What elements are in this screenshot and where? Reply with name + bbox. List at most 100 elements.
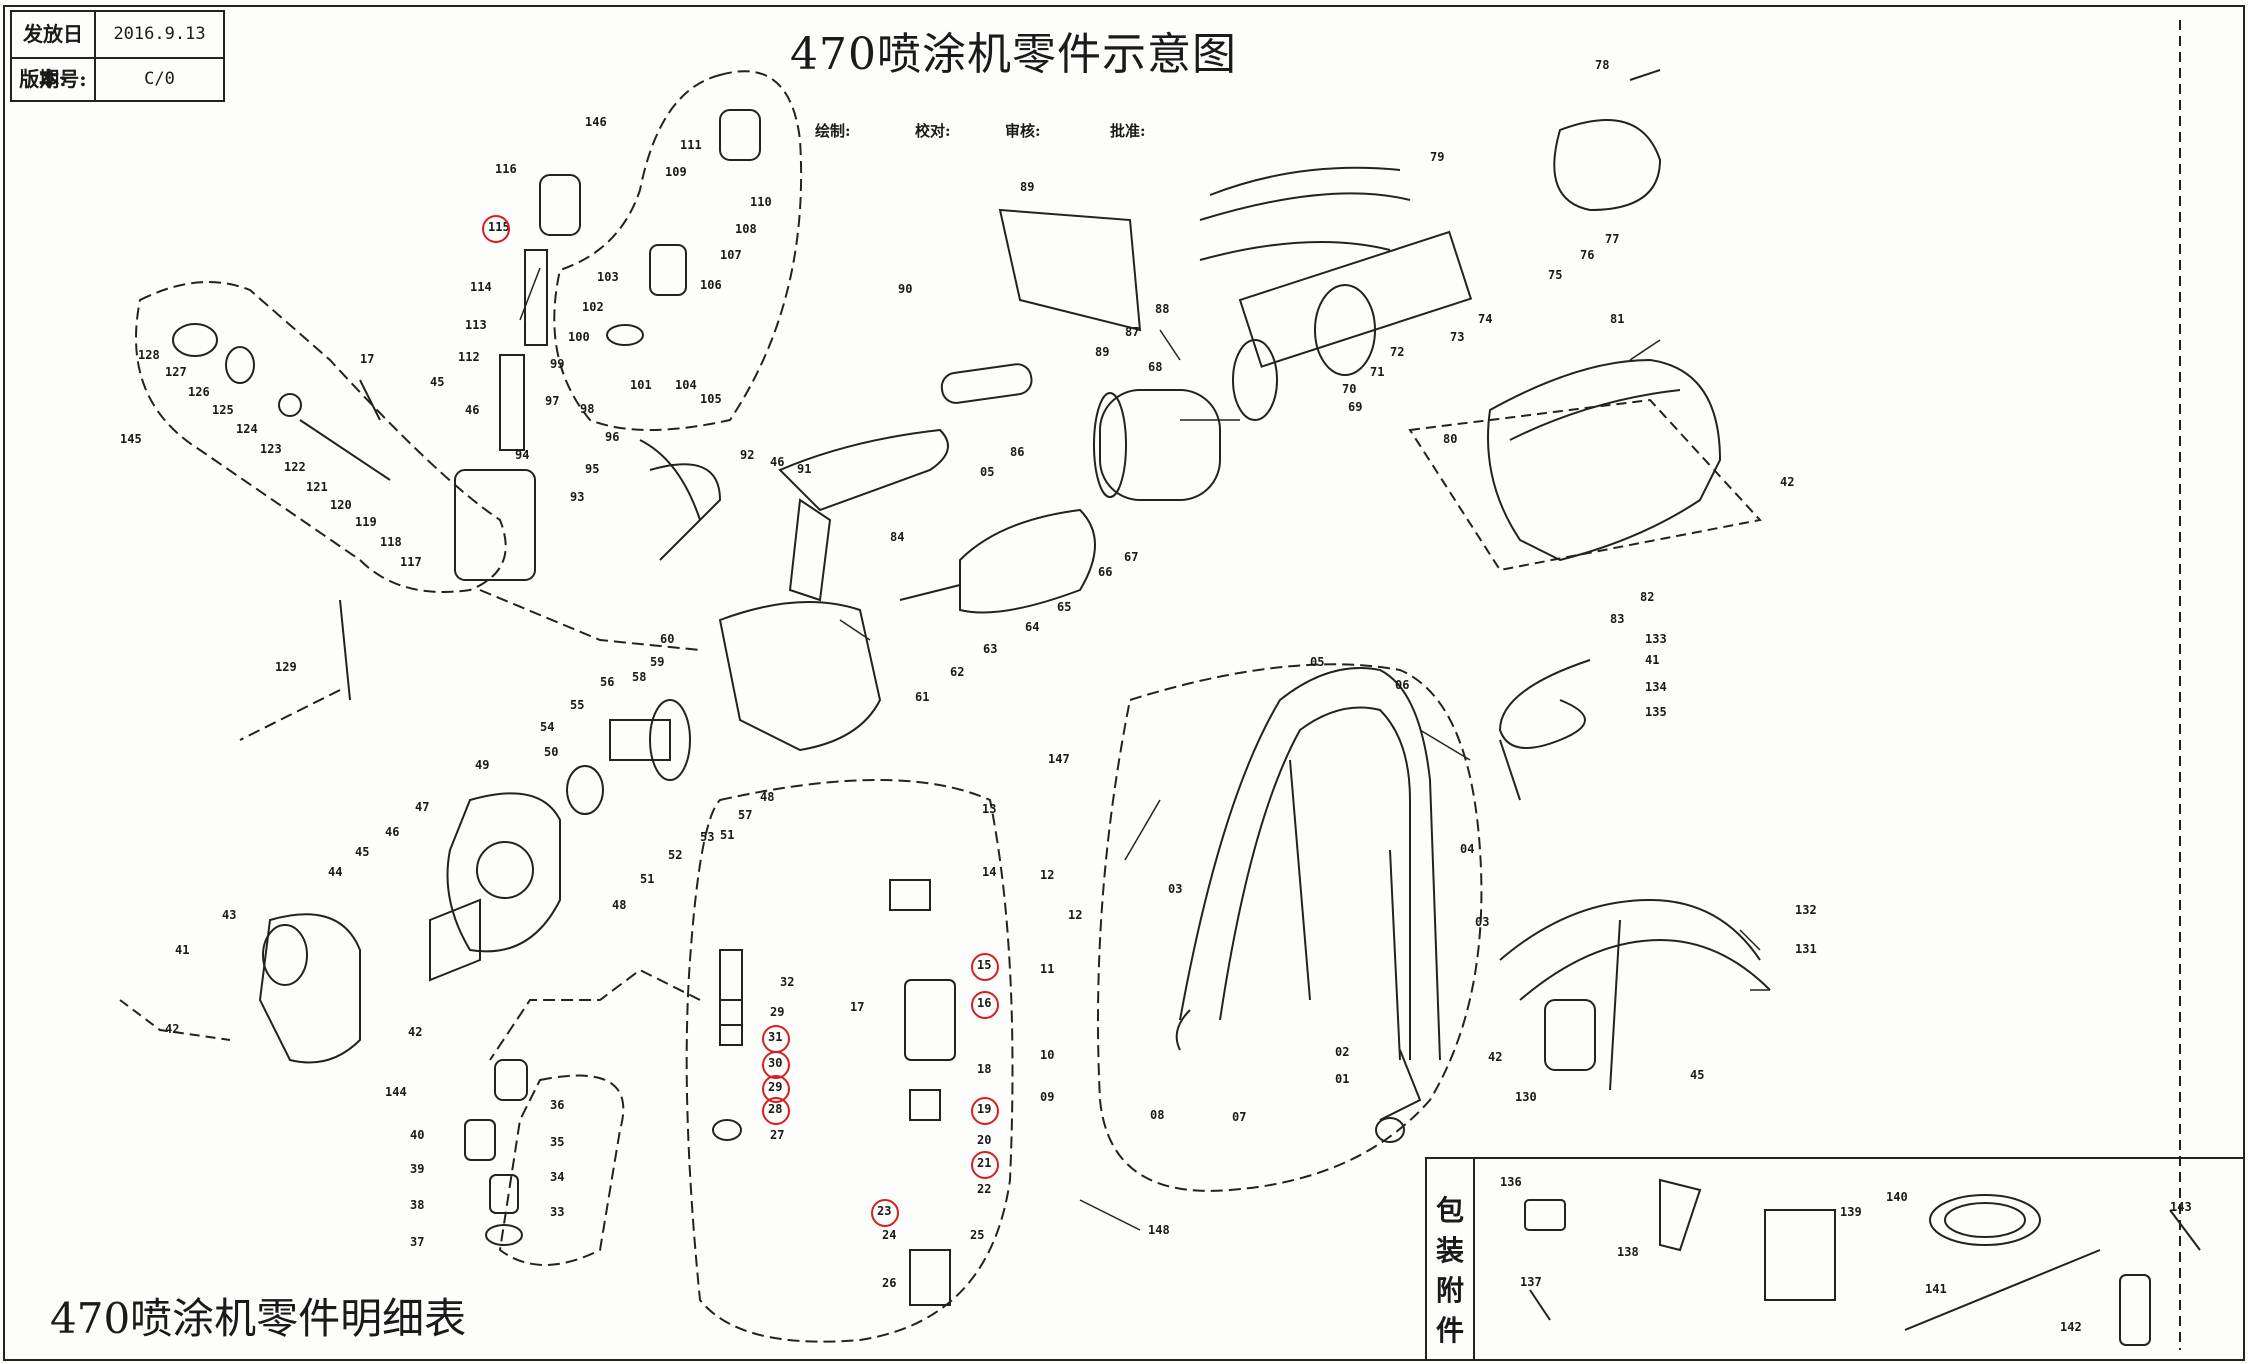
spray-gun-138 xyxy=(1659,1178,1702,1252)
part-callout: 125 xyxy=(212,403,234,417)
part-callout: 41 xyxy=(1645,653,1660,667)
part-callout: 10 xyxy=(1040,1048,1055,1062)
part-callout: 120 xyxy=(330,498,352,512)
part-callout-highlighted: 31 xyxy=(761,1025,791,1053)
power-cable xyxy=(1498,659,1591,749)
part-callout: 143 xyxy=(2170,1200,2192,1214)
wire-1 xyxy=(1199,241,1391,261)
part-callout: 126 xyxy=(188,385,210,399)
part-callout: 72 xyxy=(1390,345,1405,359)
part-callout: 01 xyxy=(1335,1072,1350,1086)
part-callout: 116 xyxy=(495,162,517,176)
hose-93 xyxy=(639,439,701,521)
part-callout: 74 xyxy=(1478,312,1493,326)
part-callout: 45 xyxy=(355,845,370,859)
packaging-label-char: 装 xyxy=(1435,1234,1464,1267)
part-callout: 101 xyxy=(630,378,652,392)
part-callout: 05 xyxy=(980,465,995,479)
part-callout: 89 xyxy=(1020,180,1035,194)
part-callout: 91 xyxy=(797,462,812,476)
frame-tube-right xyxy=(1389,849,1401,1061)
part-callout: 22 xyxy=(977,1182,992,1196)
part-callout: 45 xyxy=(430,375,445,389)
part-callout: 39 xyxy=(410,1162,425,1176)
part-callout: 14 xyxy=(982,865,997,879)
part-callout: 138 xyxy=(1617,1245,1639,1259)
frame-tube-inner xyxy=(1219,706,1411,1060)
part-callout: 131 xyxy=(1795,942,1817,956)
part-callout: 05 xyxy=(1310,655,1325,669)
handle-85 xyxy=(778,428,949,512)
part-callout: 50 xyxy=(544,745,559,759)
cover-ridge xyxy=(1509,389,1681,441)
part-callout: 42 xyxy=(1780,475,1795,489)
part-callout: 04 xyxy=(1460,842,1475,856)
part-callout: 07 xyxy=(1232,1110,1247,1124)
bearing-50 xyxy=(566,765,604,815)
part-callout: 60 xyxy=(660,632,675,646)
fitting-40 xyxy=(464,1119,496,1161)
part-callout: 102 xyxy=(582,300,604,314)
shaft-55 xyxy=(609,719,671,761)
part-callout: 66 xyxy=(1098,565,1113,579)
part-callout: 55 xyxy=(570,698,585,712)
part-callout-highlighted: 23 xyxy=(870,1199,900,1227)
part-callout: 106 xyxy=(700,278,722,292)
part-callout: 98 xyxy=(580,402,595,416)
part-callout: 47 xyxy=(415,800,430,814)
part-callout: 03 xyxy=(1475,915,1490,929)
signoff-approved: 批准: xyxy=(1110,122,1146,140)
shroud-face xyxy=(262,924,308,986)
part-callout-highlighted: 19 xyxy=(970,1097,1000,1125)
motor-bearing-ring xyxy=(1232,339,1278,421)
motor-cover xyxy=(1487,358,1722,562)
wire-2 xyxy=(1199,192,1411,221)
group-146-outline xyxy=(553,70,803,431)
part-callout: 68 xyxy=(1148,360,1163,374)
part-callout: 71 xyxy=(1370,365,1385,379)
part-callout: 127 xyxy=(165,365,187,379)
part-callout: 13 xyxy=(982,802,997,816)
part-callout: 129 xyxy=(275,660,297,674)
cart-tube-131 xyxy=(1519,938,1771,1001)
part-callout-highlighted: 28 xyxy=(761,1097,791,1125)
part-callout: 12 xyxy=(1040,868,1055,882)
parts-list-title: 470喷涂机零件明细表 xyxy=(50,1294,467,1343)
fitting-127 xyxy=(172,323,218,357)
cover-outline xyxy=(1408,398,1762,572)
part-callout: 76 xyxy=(1580,248,1595,262)
part-callout: 27 xyxy=(770,1128,785,1142)
armature-shaft xyxy=(899,584,961,601)
sheet-border xyxy=(3,5,2245,1361)
part-callout: 03 xyxy=(1168,882,1183,896)
plug-lead xyxy=(1499,739,1521,801)
part-callout: 121 xyxy=(306,480,328,494)
part-callout: 29 xyxy=(770,1005,785,1019)
fan-cover xyxy=(1553,119,1662,212)
part-callout: 124 xyxy=(236,422,258,436)
rod-114 xyxy=(524,249,548,346)
part-callout: 147 xyxy=(1048,752,1070,766)
drawing-title: 470喷涂机零件示意图 xyxy=(790,29,1237,80)
oil-bottle-142 xyxy=(2119,1274,2151,1346)
motor-can-end xyxy=(1093,392,1127,498)
fitting-34 xyxy=(489,1174,519,1214)
part-callout: 56 xyxy=(600,675,615,689)
packing-19 xyxy=(909,1089,941,1121)
hose-93b xyxy=(649,463,722,561)
part-callout: 128 xyxy=(138,348,160,362)
part-callout: 46 xyxy=(770,455,785,469)
release-date-label: 发放日期: xyxy=(12,12,96,91)
part-callout: 51 xyxy=(720,828,735,842)
pump-housing-47 xyxy=(446,792,561,953)
part-callout: 59 xyxy=(650,655,665,669)
screw-78 xyxy=(1629,69,1661,81)
part-callout: 145 xyxy=(120,432,142,446)
leader-129 xyxy=(339,599,351,701)
version-label: 版本号: xyxy=(12,57,96,102)
cart-leg xyxy=(1609,919,1621,1091)
part-callout: 123 xyxy=(260,442,282,456)
part-callout: 113 xyxy=(465,318,487,332)
part-callout: 25 xyxy=(970,1228,985,1242)
